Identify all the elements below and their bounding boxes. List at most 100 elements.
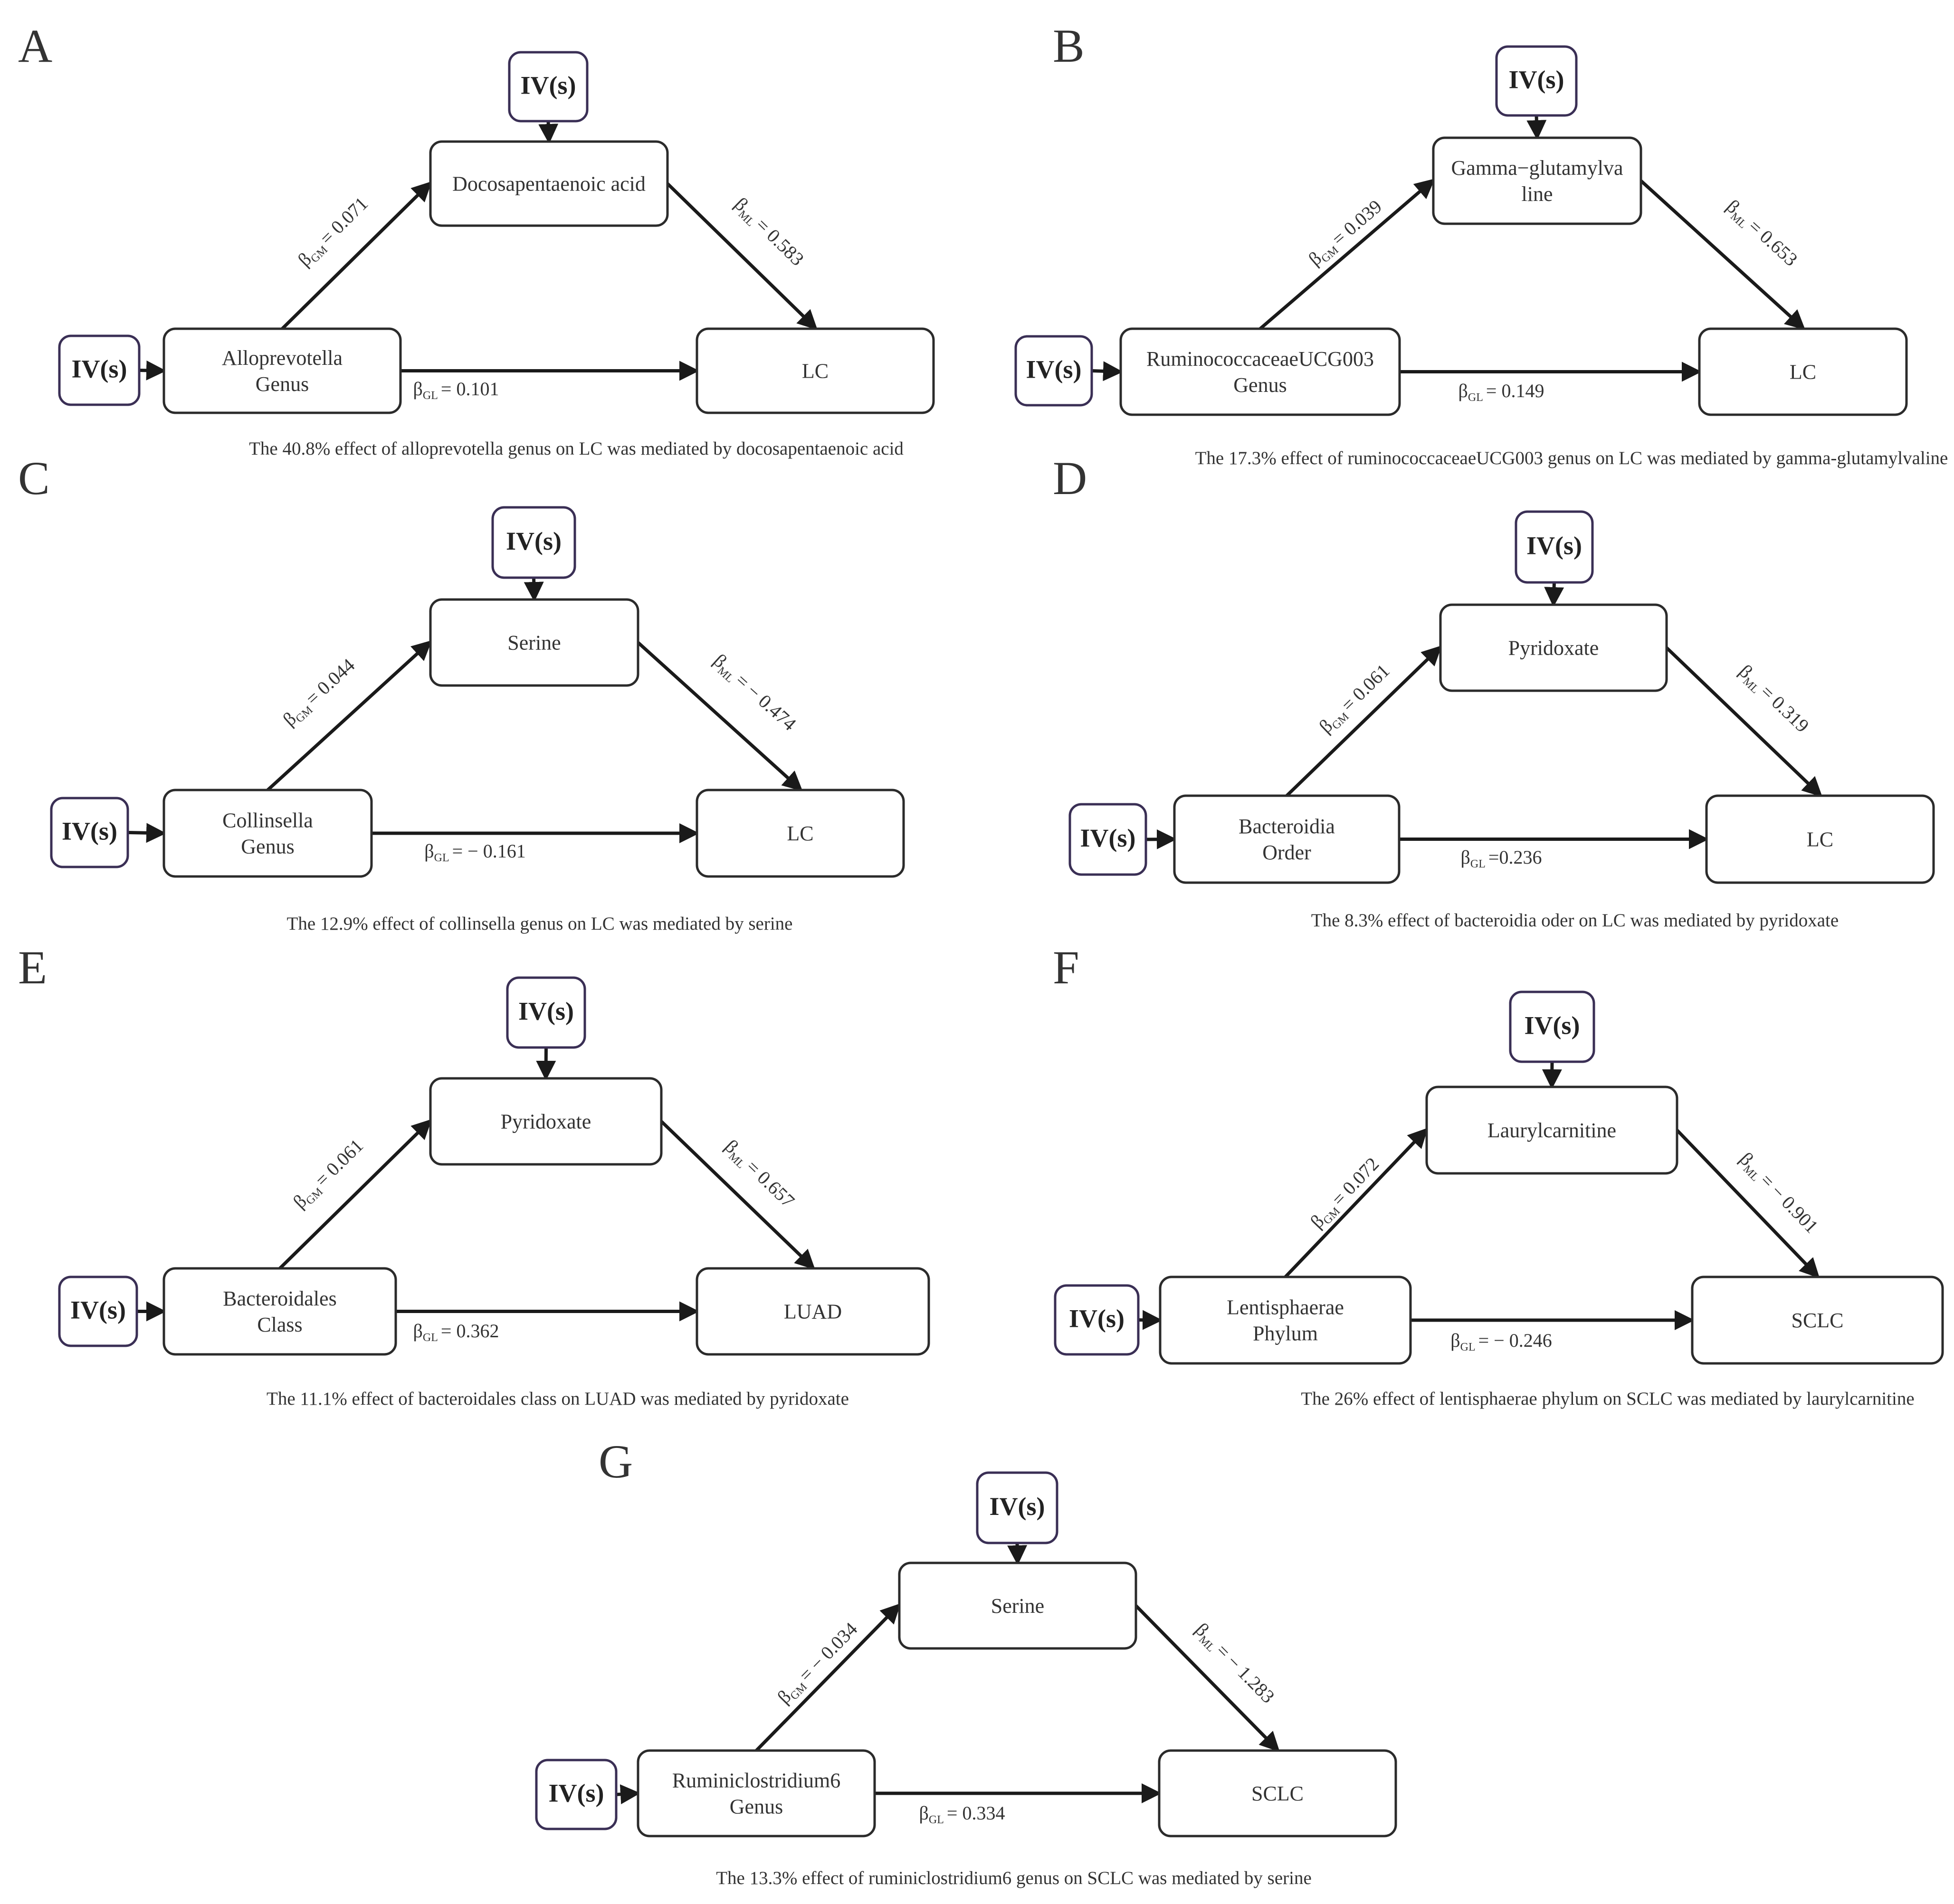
beta-gl-label-value: = − 0.161 xyxy=(452,840,526,862)
iv-to-mediator-arrow xyxy=(538,121,559,144)
mediator-node-label: Serine xyxy=(507,631,561,655)
outcome-node: LC xyxy=(1705,794,1935,884)
beta-gl-label-subscript: GL xyxy=(423,390,438,402)
iv-left: IV(s) xyxy=(1054,1284,1140,1356)
beta-ml-label-value: = 0.657 xyxy=(742,1156,799,1211)
panel-a: AIV(s)Docosapentaenoic acidIV(s)Alloprev… xyxy=(18,19,935,459)
iv-left-box xyxy=(58,1276,138,1347)
mediator-node-label: Pyridoxate xyxy=(1508,637,1599,660)
panel-letter: D xyxy=(1053,452,1087,505)
panel-caption: The 17.3% effect of ruminococcaceaeUCG00… xyxy=(1195,448,1948,468)
beta-gm-label: βGM= 0.039 xyxy=(1304,196,1387,272)
iv-top-box xyxy=(508,51,589,123)
iv-top: IV(s) xyxy=(506,976,586,1049)
iv-to-mediator-arrow xyxy=(1007,1542,1028,1565)
iv-top: IV(s) xyxy=(508,51,589,123)
panel-c: CIV(s)SerineIV(s)CollinsellaGenusLCβGM= … xyxy=(18,452,905,934)
beta-gm-label: βGM= 0.071 xyxy=(294,193,374,272)
mediator-node-box xyxy=(1439,603,1668,692)
edges xyxy=(137,1047,816,1322)
outcome-node-label: LC xyxy=(1790,361,1816,384)
iv-top-label: IV(s) xyxy=(506,527,562,555)
outcome-node-box xyxy=(696,327,935,414)
iv-top-box xyxy=(1495,45,1578,117)
outcome-node: LUAD xyxy=(696,1267,930,1356)
iv-left-box xyxy=(535,1759,618,1830)
mediator-node: Laurylcarnitine xyxy=(1425,1085,1678,1175)
iv-top-label: IV(s) xyxy=(1525,1011,1580,1040)
beta-gl-label-subscript: GL xyxy=(434,852,449,864)
beta-gl-label: βGL= − 0.246 xyxy=(1450,1330,1552,1353)
exposure-to-mediator-arrow xyxy=(267,640,432,791)
exposure-to-mediator-arrow xyxy=(1286,645,1442,797)
outcome-node-box xyxy=(1698,327,1908,416)
beta-ml-label: βML= 0.319 xyxy=(1734,660,1813,738)
mediator-node-box xyxy=(429,598,639,687)
outcome-node: SCLC xyxy=(1691,1276,1944,1365)
beta-gm-label-value: = 0.071 xyxy=(315,193,372,249)
iv-top: IV(s) xyxy=(1495,45,1578,117)
exposure-node-label: Phylum xyxy=(1253,1322,1318,1345)
iv-top-label: IV(s) xyxy=(990,1492,1045,1521)
exposure-node-label: Order xyxy=(1262,841,1311,864)
mediator-node-label: Laurylcarnitine xyxy=(1487,1119,1616,1142)
mediator-to-outcome-arrow xyxy=(637,641,803,791)
iv-to-exposure-arrow xyxy=(1138,1310,1163,1330)
iv-left-box xyxy=(1068,803,1147,876)
beta-gl-label-symbol: β xyxy=(424,840,434,862)
exposure-node-box xyxy=(162,1267,397,1356)
panel-caption: The 12.9% effect of collinsella genus on… xyxy=(287,914,793,934)
beta-gl-label-symbol: β xyxy=(919,1802,929,1824)
mediator-node-box xyxy=(1425,1085,1678,1175)
iv-left-label: IV(s) xyxy=(1026,355,1082,384)
outcome-node: LC xyxy=(1698,327,1908,416)
outcome-node-box xyxy=(696,1267,930,1356)
mediator-to-outcome-arrow xyxy=(660,1120,816,1270)
edges xyxy=(139,121,818,381)
panel-letter: B xyxy=(1053,19,1085,72)
beta-gl-label: βGL= 0.149 xyxy=(1458,380,1544,404)
iv-left: IV(s) xyxy=(50,797,129,868)
beta-ml-label: βML= − 0.474 xyxy=(708,649,801,736)
beta-ml-label-value: = 0.583 xyxy=(752,214,808,270)
beta-gl-label-value: = 0.149 xyxy=(1486,380,1544,401)
exposure-node-box xyxy=(1173,794,1401,884)
beta-ml-label: βML= 0.583 xyxy=(729,193,808,272)
iv-to-mediator-arrow xyxy=(1542,1061,1562,1089)
iv-left-box xyxy=(58,334,141,406)
exposure-node-label: Genus xyxy=(241,835,294,858)
outcome-node-label: LC xyxy=(802,360,829,383)
mediator-node-box xyxy=(1432,136,1642,225)
iv-left-label: IV(s) xyxy=(1069,1304,1125,1333)
mediator-node-box xyxy=(429,1077,663,1166)
exposure-node-label: RuminococcaceaeUCG003 xyxy=(1146,347,1374,371)
beta-gl-label: βGL= − 0.161 xyxy=(424,840,525,864)
iv-left-box xyxy=(1054,1284,1140,1356)
mediator-node: Serine xyxy=(429,598,639,687)
beta-ml-label-value: = − 1.283 xyxy=(1212,1640,1279,1707)
beta-gl-label: βGL=0.236 xyxy=(1461,847,1542,870)
exposure-node-label: Genus xyxy=(730,1795,783,1818)
edges xyxy=(1138,1061,1820,1330)
mediator-node: Serine xyxy=(898,1561,1137,1650)
mediator-node-box xyxy=(429,140,669,227)
exposure-node-box xyxy=(637,1749,876,1837)
iv-left-box xyxy=(1014,335,1093,407)
beta-gl-label-value: = 0.334 xyxy=(947,1802,1005,1824)
exposure-node-label: Lentisphaerae xyxy=(1227,1296,1344,1319)
iv-top-label: IV(s) xyxy=(518,997,574,1026)
panel-letter: A xyxy=(18,19,52,72)
beta-gl-label-subscript: GL xyxy=(1468,391,1483,404)
iv-left-label: IV(s) xyxy=(62,817,117,846)
panel-g: GIV(s)SerineIV(s)Ruminiclostridium6Genus… xyxy=(535,1435,1397,1888)
mediator-node: Pyridoxate xyxy=(1439,603,1668,692)
exposure-node-label: Genus xyxy=(1233,373,1287,397)
beta-gl-label-symbol: β xyxy=(1461,847,1470,868)
beta-gl-label-symbol: β xyxy=(1458,380,1468,401)
iv-top-box xyxy=(506,976,586,1049)
iv-left: IV(s) xyxy=(1014,335,1093,407)
